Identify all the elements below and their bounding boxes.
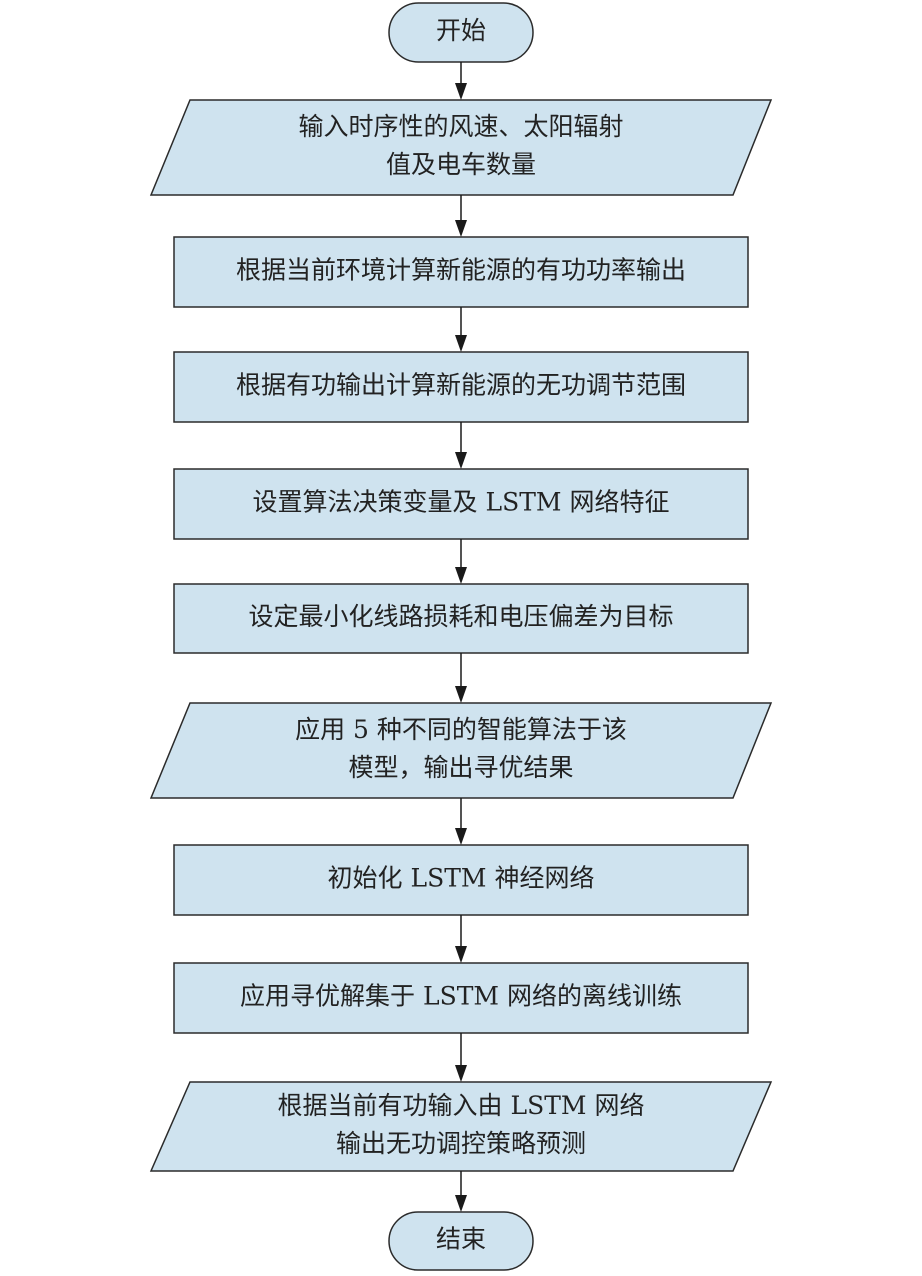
process-box: [173, 962, 749, 1034]
node-label: 模型，输出寻优结果: [348, 753, 573, 782]
node-label: 输入时序性的风速、太阳辐射: [298, 112, 623, 141]
arrow-head-icon: [455, 828, 467, 845]
process-box: [173, 844, 749, 916]
process-box: [173, 583, 749, 654]
node-label: 根据有功输出计算新能源的无功调节范围: [236, 371, 686, 400]
node-label: 值及电车数量: [386, 150, 536, 179]
arrow-head-icon: [455, 567, 467, 584]
node-label: 结束: [436, 1225, 486, 1254]
process-box: [173, 351, 749, 423]
arrow-head-icon: [455, 220, 467, 237]
arrow-head-icon: [455, 83, 467, 100]
node-label: 输出无功调控策略预测: [336, 1129, 586, 1158]
arrow-head-icon: [455, 686, 467, 703]
node-label: 应用 5 种不同的智能算法于该: [295, 715, 627, 744]
node-label: 初始化 LSTM 神经网络: [328, 864, 595, 893]
arrow-head-icon: [455, 335, 467, 352]
node-label: 设定最小化线路损耗和电压偏差为目标: [248, 602, 673, 631]
arrow-head-icon: [455, 1195, 467, 1212]
node-label: 设置算法决策变量及 LSTM 网络特征: [253, 488, 670, 517]
io-parallelogram: [149, 1081, 773, 1172]
node-label: 根据当前环境计算新能源的有功功率输出: [236, 256, 686, 285]
node-label: 根据当前有功输入由 LSTM 网络: [278, 1091, 645, 1120]
process-box: [173, 468, 749, 540]
arrow-head-icon: [455, 946, 467, 963]
arrow-head-icon: [455, 452, 467, 469]
node-label: 开始: [436, 16, 486, 45]
process-box: [173, 236, 749, 308]
end-terminal: [388, 1211, 534, 1271]
node-label: 应用寻优解集于 LSTM 网络的离线训练: [240, 982, 682, 1011]
arrow-head-icon: [455, 1065, 467, 1082]
io-parallelogram: [149, 99, 773, 196]
io-parallelogram: [149, 702, 773, 799]
